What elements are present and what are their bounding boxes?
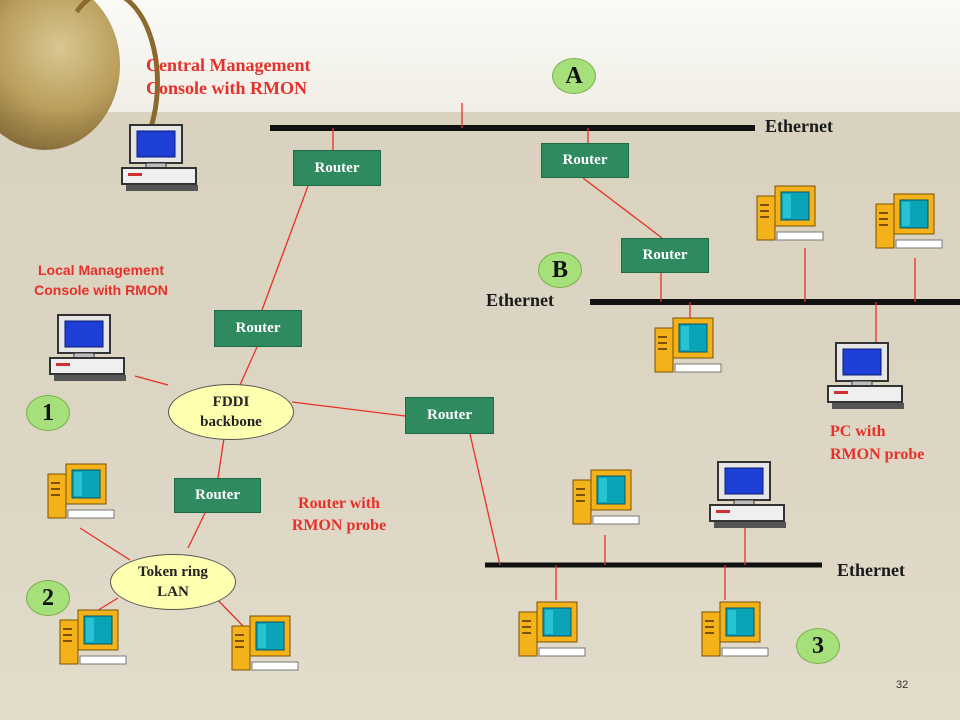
central-console-line1: Central Management xyxy=(146,55,311,75)
pc-with-rmon-probe-workstation-icon xyxy=(827,342,905,410)
ethernet-b-label: Ethernet xyxy=(486,290,554,310)
local-console-workstation-icon xyxy=(49,314,127,382)
globe-stand-icon xyxy=(55,0,160,175)
router-box: Router xyxy=(405,397,494,434)
pc-probe-line2: RMON probe xyxy=(830,446,925,463)
pc-probe-label: PC with RMON probe xyxy=(830,420,924,466)
desktop-pc-icon xyxy=(572,469,640,525)
desktop-pc-icon xyxy=(875,193,943,249)
desktop-pc-icon xyxy=(59,609,127,665)
central-console-line2: Console with RMON xyxy=(146,78,307,98)
badge-3: 3 xyxy=(796,628,840,664)
router-probe-label: Router with RMON probe xyxy=(276,493,402,537)
ethernet-3-label: Ethernet xyxy=(837,560,905,580)
router-box: Router xyxy=(541,143,629,178)
router-probe-line1: Router with xyxy=(298,495,380,512)
router-box: Router xyxy=(293,150,381,186)
router-box: Router xyxy=(621,238,709,273)
token-ring-label-line2: LAN xyxy=(157,584,189,600)
fddi-label-line1: FDDI xyxy=(212,394,250,410)
page-number: 32 xyxy=(896,679,909,691)
desktop-pc-icon xyxy=(654,317,722,373)
desktop-pc-icon xyxy=(701,601,769,657)
router-probe-line2: RMON probe xyxy=(291,517,387,534)
token-ring-label-line1: Token ring xyxy=(138,564,208,580)
pc-probe-line1: PC with xyxy=(830,423,886,440)
central-console-workstation-icon xyxy=(121,124,199,192)
badge-1: 1 xyxy=(26,395,70,431)
desktop-pc-icon xyxy=(47,463,115,519)
badge-2: 2 xyxy=(26,580,70,616)
fddi-backbone-oval: FDDI backbone xyxy=(168,384,294,440)
central-console-label: Central Management Console with RMON xyxy=(146,54,310,100)
badge-a: A xyxy=(552,58,596,94)
desktop-pc-icon xyxy=(518,601,586,657)
local-console-label: Local Management Console with RMON xyxy=(6,260,196,300)
router-box: Router xyxy=(174,478,261,513)
local-console-line1: Local Management xyxy=(37,262,165,278)
background-wall xyxy=(0,0,960,112)
local-console-line2: Console with RMON xyxy=(34,282,168,298)
badge-b: B xyxy=(538,252,582,288)
ethernet-a-label: Ethernet xyxy=(765,116,833,136)
fddi-label-line2: backbone xyxy=(200,414,262,430)
router-box: Router xyxy=(214,310,302,347)
desktop-pc-icon xyxy=(756,185,824,241)
workstation-icon xyxy=(709,461,787,529)
